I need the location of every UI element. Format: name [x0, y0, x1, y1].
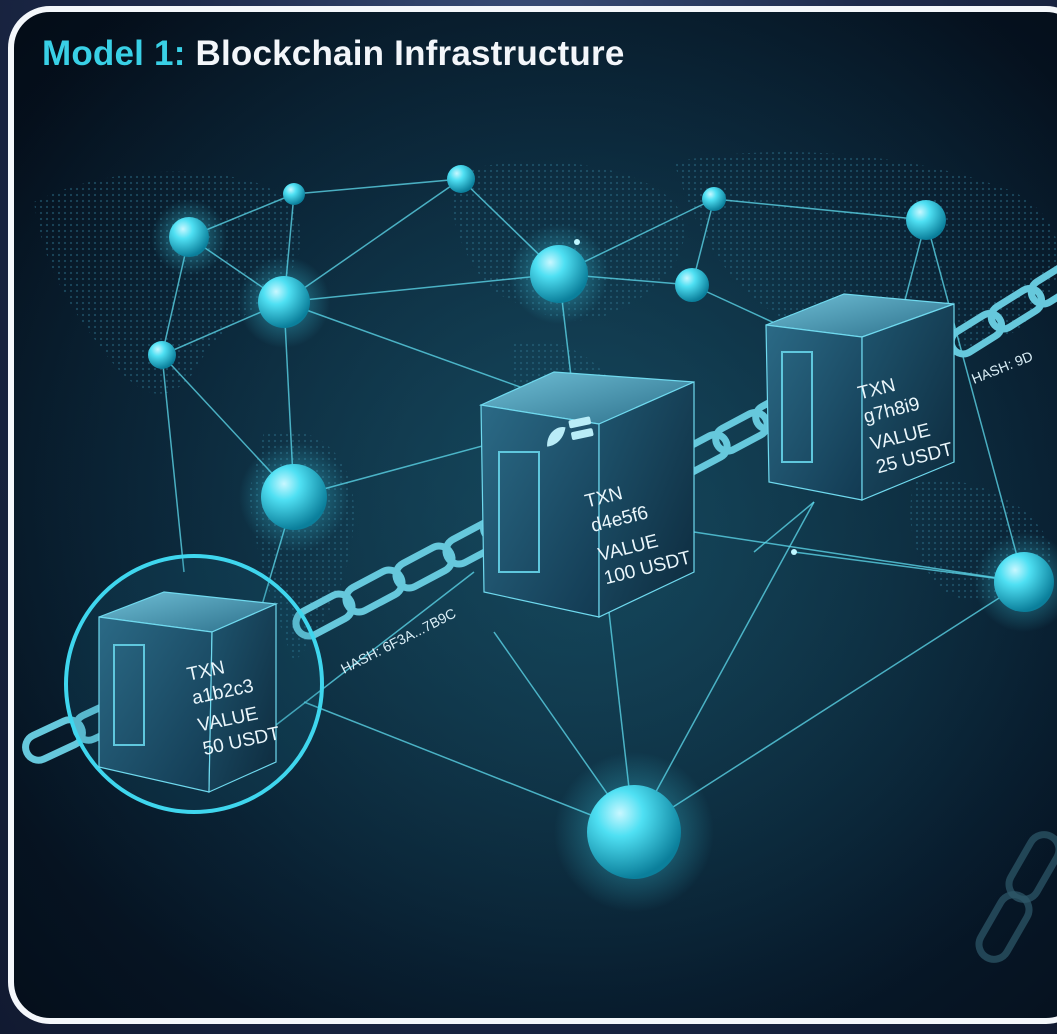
page-title: Model 1: Blockchain Infrastructure	[42, 34, 625, 74]
network-node-icon	[587, 785, 681, 879]
network-node-icon	[530, 245, 588, 303]
network-node-icon	[283, 183, 305, 205]
network-node-icon	[906, 200, 946, 240]
network-node-icon	[169, 217, 209, 257]
network-node-icon	[258, 276, 310, 328]
network-node-icon	[148, 341, 176, 369]
block-window	[498, 451, 540, 573]
network-node-icon	[447, 165, 475, 193]
network-node-icon	[261, 464, 327, 530]
block-g7h8i9: TXN g7h8i9 VALUE 25 USDT	[765, 293, 955, 501]
network-nodes	[148, 165, 1057, 912]
block-window	[781, 351, 813, 463]
title-model: Model 1:	[42, 34, 186, 73]
network-node-icon	[994, 552, 1054, 612]
diagram-frame: TXN a1b2c3 VALUE 50 USDT TXN d4e5f6 VALU…	[8, 6, 1057, 1024]
network-node-icon	[702, 187, 726, 211]
block-a1b2c3: TXN a1b2c3 VALUE 50 USDT	[64, 554, 324, 814]
title-name: Blockchain Infrastructure	[195, 34, 625, 73]
block-d4e5f6: TXN d4e5f6 VALUE 100 USDT	[478, 371, 695, 618]
leaf-logo-icon	[547, 416, 594, 447]
network-node-icon	[675, 268, 709, 302]
blockchain-network-diagram: TXN a1b2c3 VALUE 50 USDT TXN d4e5f6 VALU…	[14, 12, 1057, 1018]
block-window	[113, 644, 145, 746]
